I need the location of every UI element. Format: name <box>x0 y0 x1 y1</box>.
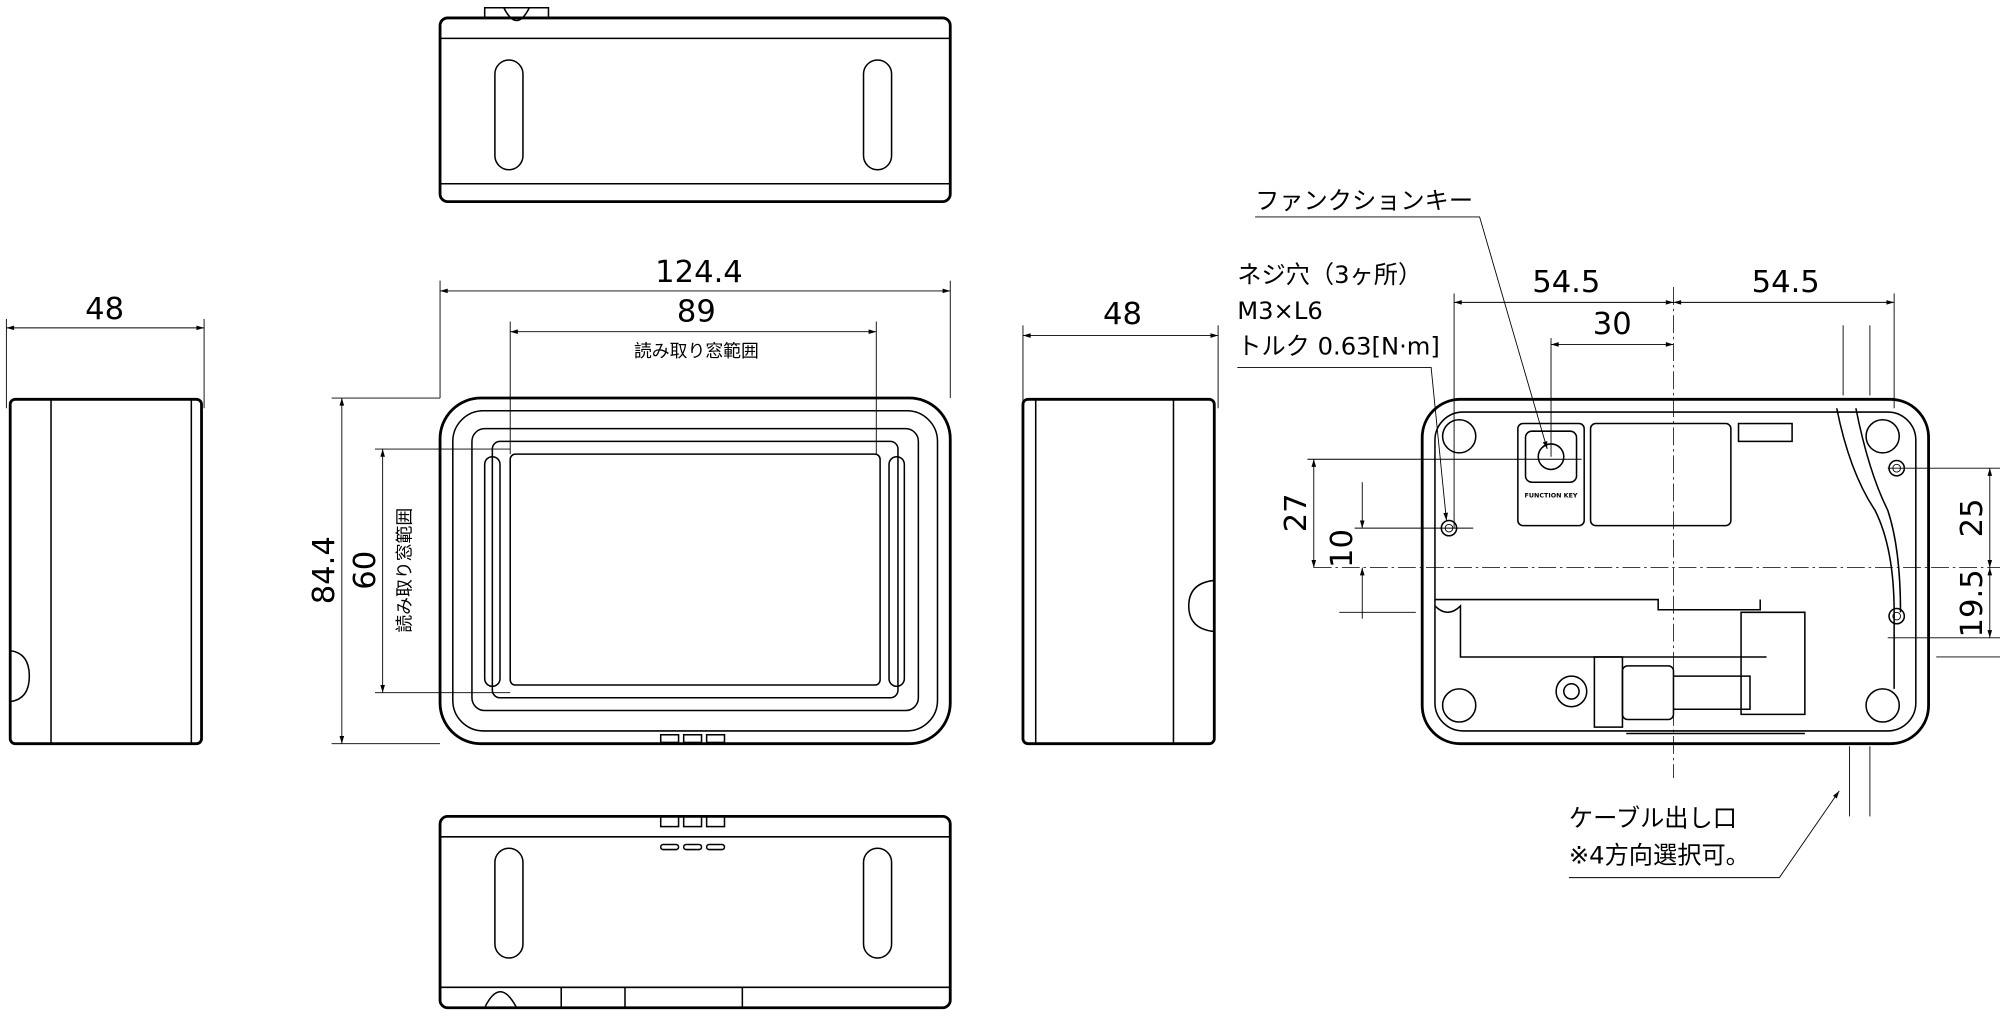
callout-screw-hole-3: トルク 0.63[N·m] <box>1237 333 1440 361</box>
left-side-view: 48 <box>5 292 205 746</box>
dim-overall-height: 84.4 <box>307 536 342 604</box>
back-view: FUNCTION KEY 54.5 54.5 30 27 10 25 19.5 … <box>1237 187 2000 879</box>
dim-window-height: 60 <box>348 551 383 590</box>
bottom-view <box>438 814 952 1010</box>
window-height-label: 読み取り窓範囲 <box>395 508 416 633</box>
callout-cable-exit-2: ※4方向選択可。 <box>1569 842 1750 870</box>
label-area <box>1589 422 1732 527</box>
callout-cable-exit-1: ケーブル出し口 <box>1569 805 1737 833</box>
dim-window-width: 89 <box>677 294 716 329</box>
top-view <box>438 6 952 204</box>
dim-back-right-offset: 54.5 <box>1752 265 1820 300</box>
front-view: 124.4 89 読み取り窓範囲 84.4 60 読み取り窓範囲 <box>307 255 952 746</box>
dim-hole-25: 25 <box>1955 498 1990 537</box>
mount-boss-bottom-right <box>1865 688 1900 723</box>
function-key-marking: FUNCTION KEY <box>1525 492 1578 500</box>
callout-screw-hole-2: M3×L6 <box>1237 297 1323 325</box>
window-width-label: 読み取り窓範囲 <box>634 341 759 362</box>
dim-hole-10: 10 <box>1325 529 1360 568</box>
mount-boss-top-left <box>1441 418 1477 454</box>
dim-left-side-width: 48 <box>85 292 124 327</box>
callout-function-key: ファンクションキー <box>1255 187 1473 215</box>
right-side-view: 48 <box>1021 297 1219 746</box>
callout-screw-hole-1: ネジ穴（3ヶ所） <box>1237 261 1422 289</box>
dim-right-side-width: 48 <box>1103 297 1142 332</box>
mount-boss-top-right <box>1865 418 1900 454</box>
dim-hole-27: 27 <box>1279 493 1314 532</box>
dim-function-key-offset: 30 <box>1593 307 1632 342</box>
mount-boss-bottom-left <box>1441 688 1477 723</box>
dim-overall-width: 124.4 <box>655 255 743 290</box>
dim-back-left-offset: 54.5 <box>1532 265 1600 300</box>
dim-hole-19-5: 19.5 <box>1955 569 1990 637</box>
cable-connector <box>1593 656 1624 728</box>
